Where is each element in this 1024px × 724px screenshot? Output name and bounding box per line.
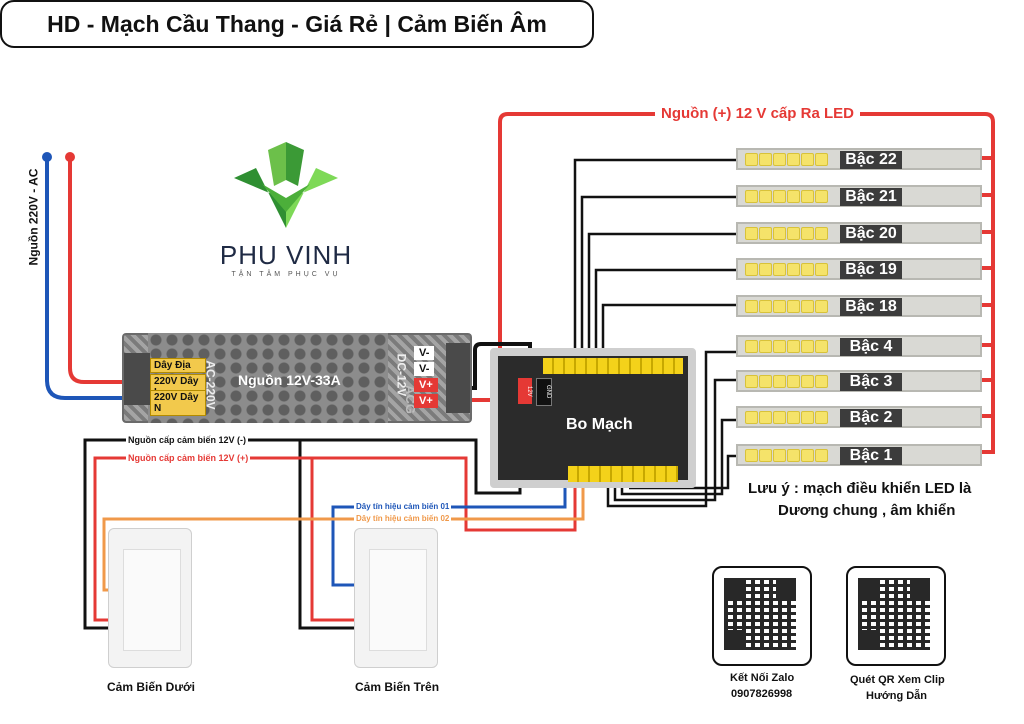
- psu-name: Nguồn 12V-33A: [238, 372, 341, 388]
- note-line-1: Lưu ý : mạch điều khiển LED là: [748, 480, 972, 497]
- step-label: Bậc 4: [840, 338, 902, 356]
- terminal-earth-label: Dây Địa: [150, 358, 206, 373]
- sensor-top-device: [354, 528, 438, 668]
- terminal-vminus-2: V-: [414, 362, 435, 376]
- led-strip: Bậc 4: [736, 335, 982, 357]
- terminal-vminus-1: V-: [414, 346, 435, 360]
- psu-dc-label: DC-12V: [394, 353, 409, 397]
- led-strip: Bậc 21: [736, 185, 982, 207]
- ac-input-label: Nguồn 220V - AC: [26, 168, 41, 266]
- psu-ac-label: AC-220V: [203, 360, 218, 410]
- qr-code-zalo[interactable]: [712, 566, 812, 666]
- qr-zalo-caption-2: 0907826998: [731, 688, 793, 700]
- ac-input-wires: [42, 152, 150, 400]
- step-label: Bậc 2: [840, 409, 902, 427]
- step-label: Bậc 21: [840, 188, 902, 206]
- brand-name: PHU VINH: [219, 240, 353, 270]
- step-label: Bậc 18: [840, 298, 902, 316]
- led-strip: Bậc 18: [736, 295, 982, 317]
- board-top-terminals: [543, 358, 683, 374]
- terminal-vplus-1: V+: [414, 378, 438, 392]
- sensor-power-wires: [83, 438, 577, 630]
- led-strip: Bậc 20: [736, 222, 982, 244]
- led-strip: Bậc 1: [736, 444, 982, 466]
- led-positive-rail: [498, 112, 995, 454]
- step-label: Bậc 20: [840, 225, 902, 243]
- board-tag-gnd: GND: [536, 378, 552, 406]
- signal-02-label: Dây tín hiệu cảm biến 02: [354, 514, 452, 523]
- qr-video-caption-1: Quét QR Xem Clip: [850, 674, 945, 686]
- signal-01-label: Dây tín hiệu cảm biến 01: [354, 502, 452, 511]
- psu-ac-terminals: [124, 353, 150, 405]
- brand-logo-icon: [234, 142, 338, 228]
- led-strip: Bậc 19: [736, 258, 982, 280]
- board-tag-12v: 12V: [518, 378, 532, 404]
- psu-dc-terminals: [446, 343, 470, 413]
- sensor-bottom-device: [108, 528, 192, 668]
- led-power-label: Nguồn (+) 12 V cấp Ra LED: [655, 105, 860, 122]
- qr-code-video[interactable]: [846, 566, 946, 666]
- brand-slogan: TẬN TÂM PHỤC VỤ: [231, 271, 341, 278]
- note-line-2: Dương chung , âm khiển: [778, 502, 956, 519]
- terminal-neutral-label: 220V Dây N: [150, 390, 206, 416]
- qr-zalo-caption-1: Kết Nối Zalo: [730, 672, 795, 684]
- step-label: Bậc 1: [840, 447, 902, 465]
- sensor-bottom-label: Cảm Biến Dưới: [107, 680, 195, 694]
- board-name: Bo Mạch: [566, 416, 633, 433]
- sensor-top-label: Cảm Biến Trên: [355, 680, 440, 694]
- sensor-power-positive-label: Nguồn cấp cảm biến 12V (+): [126, 453, 251, 463]
- step-label: Bậc 22: [840, 151, 902, 169]
- step-label: Bậc 3: [840, 373, 902, 391]
- led-strip: Bậc 2: [736, 406, 982, 428]
- board-bottom-terminals: [568, 466, 678, 482]
- terminal-vplus-2: V+: [414, 394, 438, 408]
- page-title: HD - Mạch Cầu Thang - Giá Rẻ | Cảm Biến …: [0, 0, 594, 48]
- sensor-power-negative-label: Nguồn cấp cảm biến 12V (-): [126, 435, 249, 445]
- led-strip: Bậc 22: [736, 148, 982, 170]
- led-strip: Bậc 3: [736, 370, 982, 392]
- led-negative-wires: [573, 158, 736, 508]
- controller-board: 12V GND Bo Mạch: [490, 348, 696, 488]
- qr-video-caption-2: Hướng Dẫn: [866, 690, 928, 702]
- brand-logo: PHU VINH TẬN TÂM PHỤC VỤ: [216, 140, 356, 278]
- step-label: Bậc 19: [840, 261, 902, 279]
